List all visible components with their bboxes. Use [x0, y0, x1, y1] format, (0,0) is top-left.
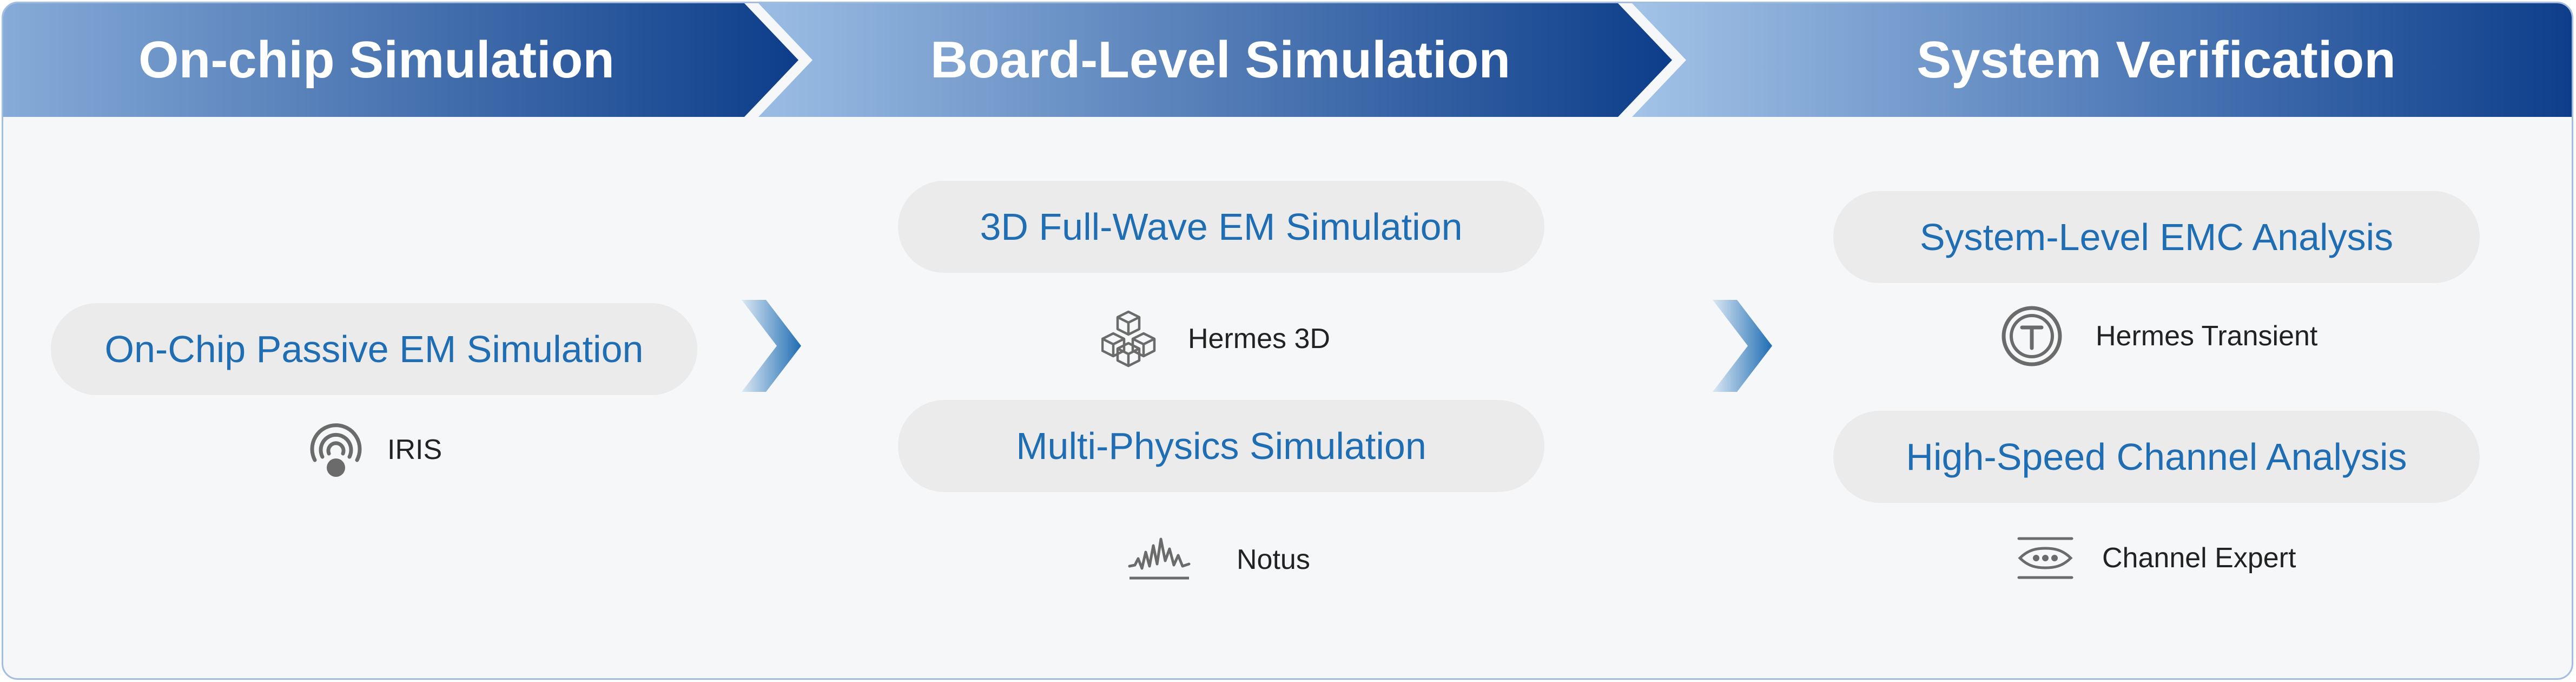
- product-channel-expert: Channel Expert: [2016, 531, 2296, 585]
- product-hermes-transient: Hermes Transient: [1999, 304, 2317, 369]
- product-hermes-3d: Hermes 3D: [1101, 309, 1330, 369]
- stage-title-board-level: Board-Level Simulation: [930, 31, 1511, 89]
- capability-system-level-emc: System-Level EMC Analysis: [1833, 191, 2480, 283]
- cubes-icon: [1101, 310, 1156, 368]
- product-name-notus: Notus: [1237, 544, 1310, 575]
- stage-title-system-verification: System Verification: [1917, 31, 2396, 89]
- capability-on-chip-passive-em: On-Chip Passive EM Simulation: [51, 303, 697, 395]
- t-circle-icon: [2002, 306, 2062, 366]
- channel-icon: [2017, 537, 2073, 579]
- flow-arrow-1: [742, 300, 801, 392]
- stage-1-chevron: [3, 3, 798, 117]
- radar-signal-icon: [310, 423, 362, 477]
- capability-multi-physics: Multi-Physics Simulation: [898, 400, 1544, 492]
- stage-title-on-chip: On-chip Simulation: [138, 31, 615, 89]
- product-name-iris: IRIS: [387, 434, 442, 465]
- capability-high-speed-channel: High-Speed Channel Analysis: [1833, 411, 2480, 503]
- product-name-channel-expert: Channel Expert: [2102, 542, 2296, 574]
- stage-3-chevron: [1632, 3, 2572, 117]
- product-notus: Notus: [1127, 533, 1310, 587]
- product-iris: IRIS: [301, 415, 442, 485]
- stage-2-chevron: [758, 3, 1672, 117]
- product-name-hermes-3d: Hermes 3D: [1188, 323, 1330, 355]
- capability-3d-full-wave-em: 3D Full-Wave EM Simulation: [898, 181, 1544, 273]
- waveform-icon: [1128, 537, 1191, 580]
- stage-banner: [3, 3, 2572, 117]
- flow-arrow-2: [1713, 300, 1772, 392]
- product-name-hermes-transient: Hermes Transient: [2096, 320, 2318, 352]
